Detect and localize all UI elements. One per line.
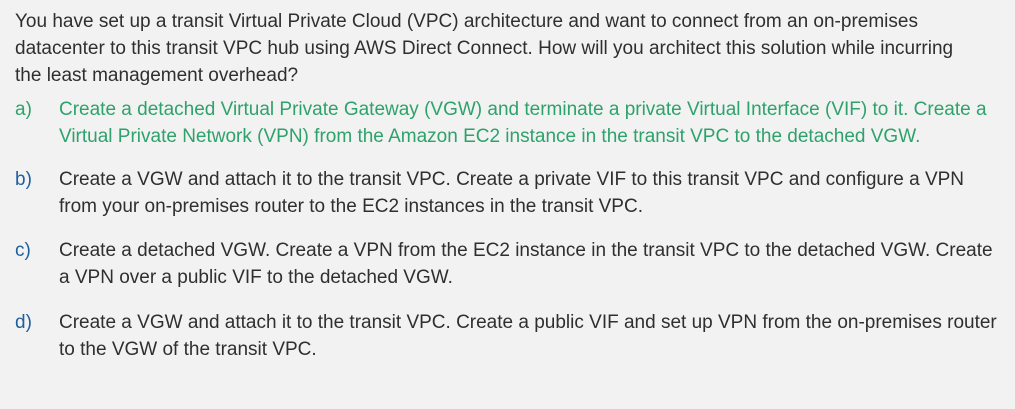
option-b-letter: b): [15, 169, 32, 190]
option-d-text: Create a VGW and attach it to the transi…: [59, 312, 997, 360]
option-b-text: Create a VGW and attach it to the transi…: [59, 169, 965, 217]
option-c-text: Create a detached VGW. Create a VPN from…: [59, 240, 993, 288]
option-c-letter: c): [15, 240, 31, 261]
option-c[interactable]: c) Create a detached VGW. Create a VPN f…: [15, 237, 997, 291]
option-d-letter: d): [15, 312, 32, 333]
option-a-text: Create a detached Virtual Private Gatewa…: [59, 99, 987, 147]
option-d[interactable]: d) Create a VGW and attach it to the tra…: [15, 309, 997, 363]
question-text: You have set up a transit Virtual Privat…: [15, 11, 954, 86]
option-a[interactable]: a) Create a detached Virtual Private Gat…: [15, 96, 997, 150]
answer-options: a) Create a detached Virtual Private Gat…: [15, 96, 997, 363]
option-b[interactable]: b) Create a VGW and attach it to the tra…: [15, 166, 997, 220]
option-a-letter: a): [15, 99, 32, 120]
